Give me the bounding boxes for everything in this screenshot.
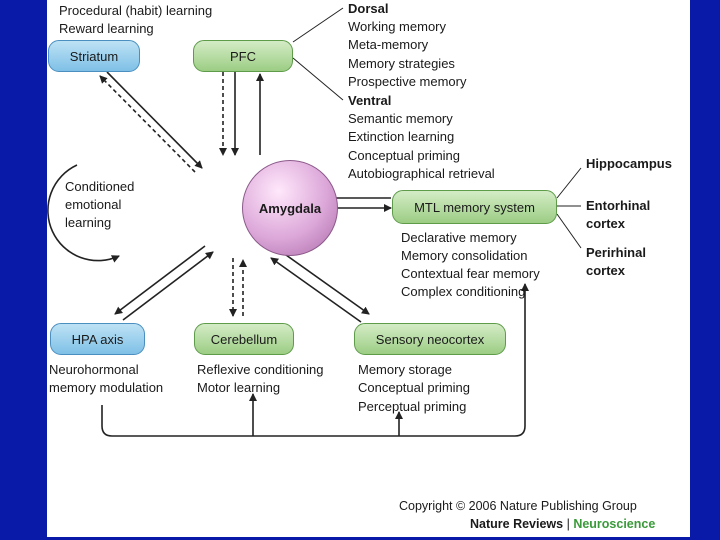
amygdala-node: Amygdala — [242, 160, 338, 256]
mtl-to-perirhinal-line — [556, 213, 582, 249]
hpa-node: HPA axis — [50, 323, 145, 355]
ventral-function: Conceptual priming — [348, 148, 461, 163]
mtl-to-hippocampus-line — [556, 167, 582, 199]
cerebellum-function: Reflexive conditioning — [197, 362, 324, 377]
conditioned-label: emotional — [65, 197, 122, 212]
pfc-to-ventral-line — [292, 57, 344, 101]
pfc-to-dorsal-line — [292, 7, 344, 43]
journal-section: Neuroscience — [573, 517, 656, 531]
mtl-function: Complex conditioning — [401, 284, 526, 299]
striatum-function: Reward learning — [59, 21, 154, 36]
amygdala-to-sensory-arrow — [278, 249, 370, 315]
ventral-function: Semantic memory — [348, 111, 453, 126]
striatum-to-amygdala-arrow — [106, 71, 203, 169]
mtl-function: Memory consolidation — [401, 248, 528, 263]
hpa-function: Neurohormonal — [49, 362, 139, 377]
perirhinal-label: Perirhinal — [586, 245, 646, 260]
ventral-function: Autobiographical retrieval — [348, 166, 495, 181]
pfc-node: PFC — [193, 40, 293, 72]
bottom-loop-line — [101, 283, 529, 437]
sensory-to-amygdala-arrow — [270, 257, 362, 323]
cerebellum-function: Motor learning — [197, 380, 281, 395]
copyright-notice: Copyright © 2006 Nature Publishing Group — [399, 499, 637, 513]
striatum-function: Procedural (habit) learning — [59, 3, 213, 18]
diagram-panel: Striatum PFC Amygdala MTL memory system … — [47, 0, 690, 537]
connector-layer — [47, 7, 582, 437]
sensory-neocortex-node: Sensory neocortex — [354, 323, 506, 355]
entorhinal-label: cortex — [586, 216, 626, 231]
dorsal-heading: Dorsal — [348, 1, 389, 16]
amygdala-to-hpa-arrow — [114, 245, 206, 315]
ventral-heading: Ventral — [348, 93, 392, 108]
dorsal-function: Memory strategies — [348, 56, 455, 71]
striatum-node: Striatum — [48, 40, 140, 72]
cerebellum-node: Cerebellum — [194, 323, 294, 355]
sensory-function: Conceptual priming — [358, 380, 471, 395]
entorhinal-label: Entorhinal — [586, 198, 651, 213]
dorsal-function: Meta-memory — [348, 37, 429, 52]
journal-credit: Nature Reviews | Neuroscience — [470, 515, 655, 533]
journal-separator: | — [563, 517, 574, 531]
mtl-function: Contextual fear memory — [401, 266, 540, 281]
perirhinal-label: cortex — [586, 263, 626, 278]
dorsal-function: Prospective memory — [348, 74, 467, 89]
conditioned-label: Conditioned — [65, 179, 135, 194]
hpa-function: memory modulation — [49, 380, 164, 395]
sensory-function: Perceptual priming — [358, 399, 467, 414]
hpa-to-amygdala-arrow — [122, 251, 214, 321]
sensory-function: Memory storage — [358, 362, 452, 377]
journal-name: Nature Reviews — [470, 517, 564, 531]
mtl-node: MTL memory system — [392, 190, 557, 224]
amygdala-to-striatum-arrow — [99, 75, 196, 173]
ventral-function: Extinction learning — [348, 129, 455, 144]
conditioned-learning-cycle-arrow — [47, 164, 120, 263]
mtl-function: Declarative memory — [401, 230, 517, 245]
conditioned-label: learning — [65, 215, 112, 230]
dorsal-function: Working memory — [348, 19, 447, 34]
hippocampus-label: Hippocampus — [586, 156, 672, 171]
